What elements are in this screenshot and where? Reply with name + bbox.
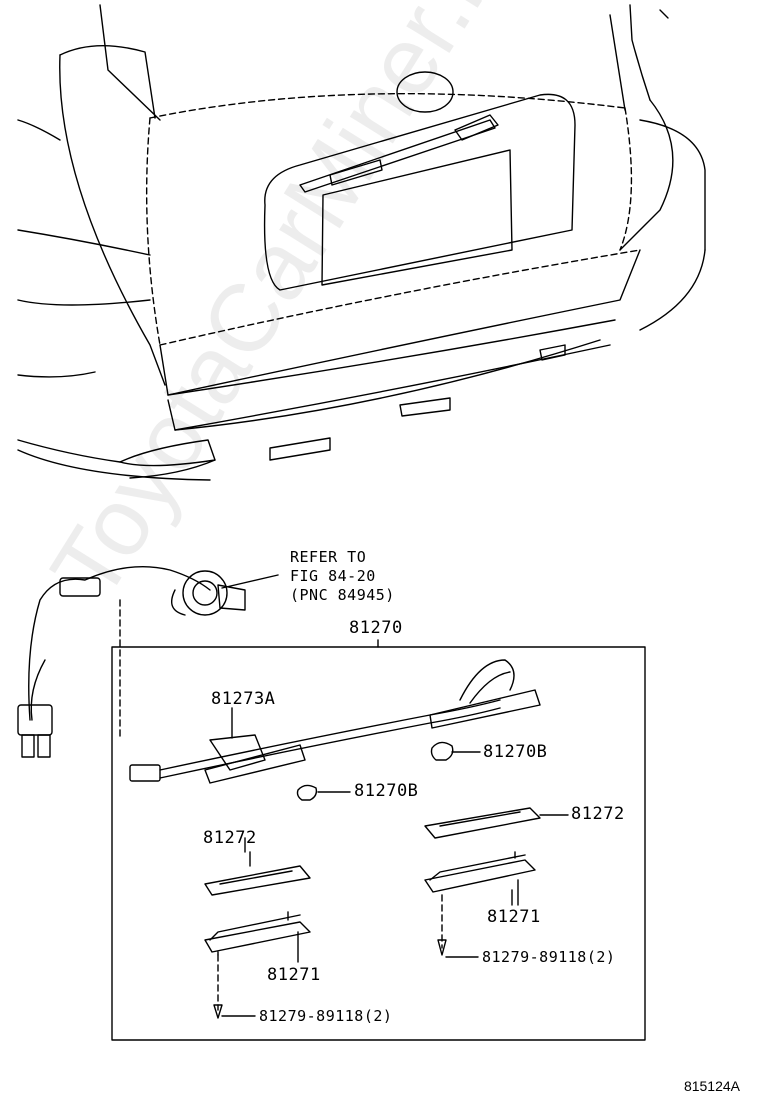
wire-harness — [17, 566, 279, 758]
part-label-lens-right: 81272 — [571, 804, 625, 824]
handle-assembly — [129, 659, 541, 784]
part-label-housing-left: 81271 — [267, 965, 321, 985]
screws — [213, 894, 479, 1019]
reference-note-line2: FIG 84-20 — [290, 567, 376, 585]
part-label-bulb-lower: 81270B — [354, 781, 419, 801]
leader-lines — [231, 707, 513, 906]
assembly-frame — [111, 639, 646, 1041]
part-label-bulb-upper: 81270B — [483, 742, 548, 762]
figure-id: 815124A — [683, 1078, 740, 1094]
bulbs — [296, 741, 481, 801]
part-label-housing-right: 81271 — [487, 907, 541, 927]
part-label-lamp-socket: 81273A — [211, 689, 276, 709]
reference-note-line3: (PNC 84945) — [290, 586, 395, 604]
part-label-lens-left: 81272 — [203, 828, 257, 848]
part-label-assembly: 81270 — [349, 618, 403, 638]
reference-note-line1: REFER TO — [290, 548, 367, 566]
part-label-screw-right: 81279-89118(2) — [482, 948, 616, 966]
housings — [204, 851, 536, 963]
vehicle-rear-view — [17, 4, 706, 481]
lenses — [204, 807, 569, 896]
part-label-screw-left: 81279-89118(2) — [259, 1007, 393, 1025]
